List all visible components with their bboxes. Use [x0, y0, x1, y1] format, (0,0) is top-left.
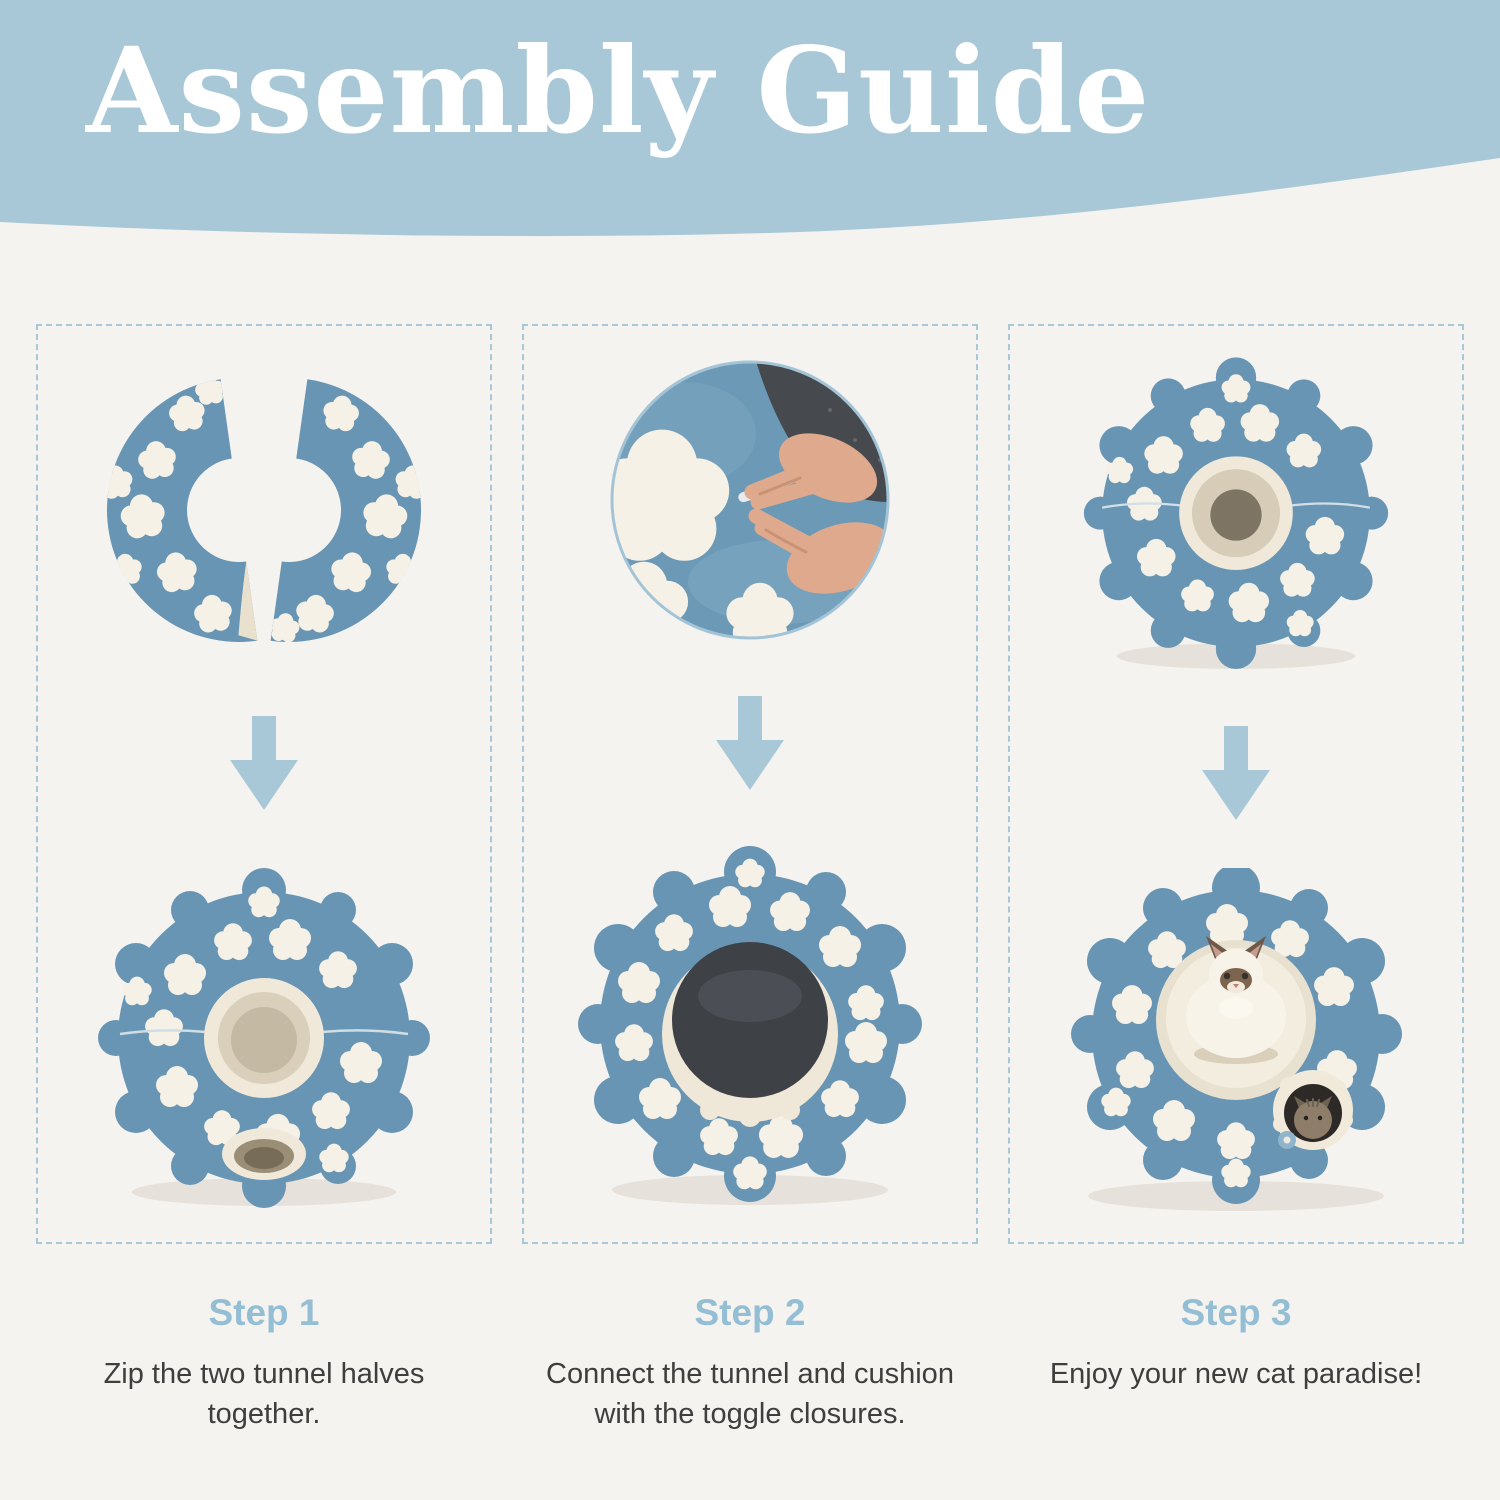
- header-banner: Assembly Guide: [0, 0, 1500, 252]
- step-1-bottom-image-slot: [84, 858, 444, 1218]
- step-2-caption: Step 2 Connect the tunnel and cushion wi…: [522, 1292, 978, 1434]
- step-1-description: Zip the two tunnel halves together.: [103, 1358, 425, 1431]
- header-wave-shape: [0, 0, 1500, 237]
- step-1-arrow-slot: [216, 712, 312, 816]
- step-3-caption: Step 3 Enjoy your new cat paradise!: [1008, 1292, 1464, 1394]
- step-3-label: Step 3: [1180, 1292, 1292, 1333]
- down-arrow-icon: [230, 716, 298, 810]
- toggle-closure-closeup-image: [610, 360, 890, 640]
- tunnel-entrance-cat: [1273, 1070, 1353, 1150]
- step-1-panel: Step 1 Zip the two tunnel halves togethe…: [36, 324, 492, 1434]
- step-3-arrow-slot: [1188, 722, 1284, 826]
- down-arrow-icon: [1202, 726, 1270, 820]
- step-2-arrow-slot: [702, 692, 798, 796]
- step-3-dashed-box: [1008, 324, 1464, 1244]
- assembled-bed-top-view-image: [1083, 357, 1389, 669]
- step-2-dashed-box: [522, 324, 978, 1244]
- two-tunnel-halves-image: [96, 379, 432, 644]
- cat-in-bed: [1186, 936, 1286, 1064]
- page-title: Assembly Guide: [86, 21, 1151, 160]
- step-3-panel: Step 3 Enjoy your new cat paradise!: [1008, 324, 1464, 1434]
- step-2-description: Connect the tunnel and cushion with the …: [546, 1358, 954, 1431]
- step-3-description: Enjoy your new cat paradise!: [1049, 1358, 1423, 1390]
- steps-container: Step 1 Zip the two tunnel halves togethe…: [0, 324, 1500, 1434]
- tunnel-with-cushion-image: [578, 846, 922, 1205]
- zipped-tunnel-ring-image: [98, 868, 430, 1208]
- step-2-panel: Step 2 Connect the tunnel and cushion wi…: [522, 324, 978, 1434]
- step-1-dashed-box: [36, 324, 492, 1244]
- finished-bed-with-cats-image: [1071, 868, 1402, 1211]
- step-2-top-image-slot: [600, 350, 900, 650]
- step-2-bottom-image-slot: [560, 838, 940, 1218]
- step-1-label: Step 1: [208, 1292, 320, 1333]
- step-1-caption: Step 1 Zip the two tunnel halves togethe…: [36, 1292, 492, 1434]
- step-1-top-image-slot: [54, 350, 474, 670]
- step-3-top-image-slot: [1071, 350, 1401, 680]
- step-2-label: Step 2: [694, 1292, 806, 1333]
- down-arrow-icon: [716, 696, 784, 790]
- step-3-bottom-image-slot: [1041, 868, 1431, 1218]
